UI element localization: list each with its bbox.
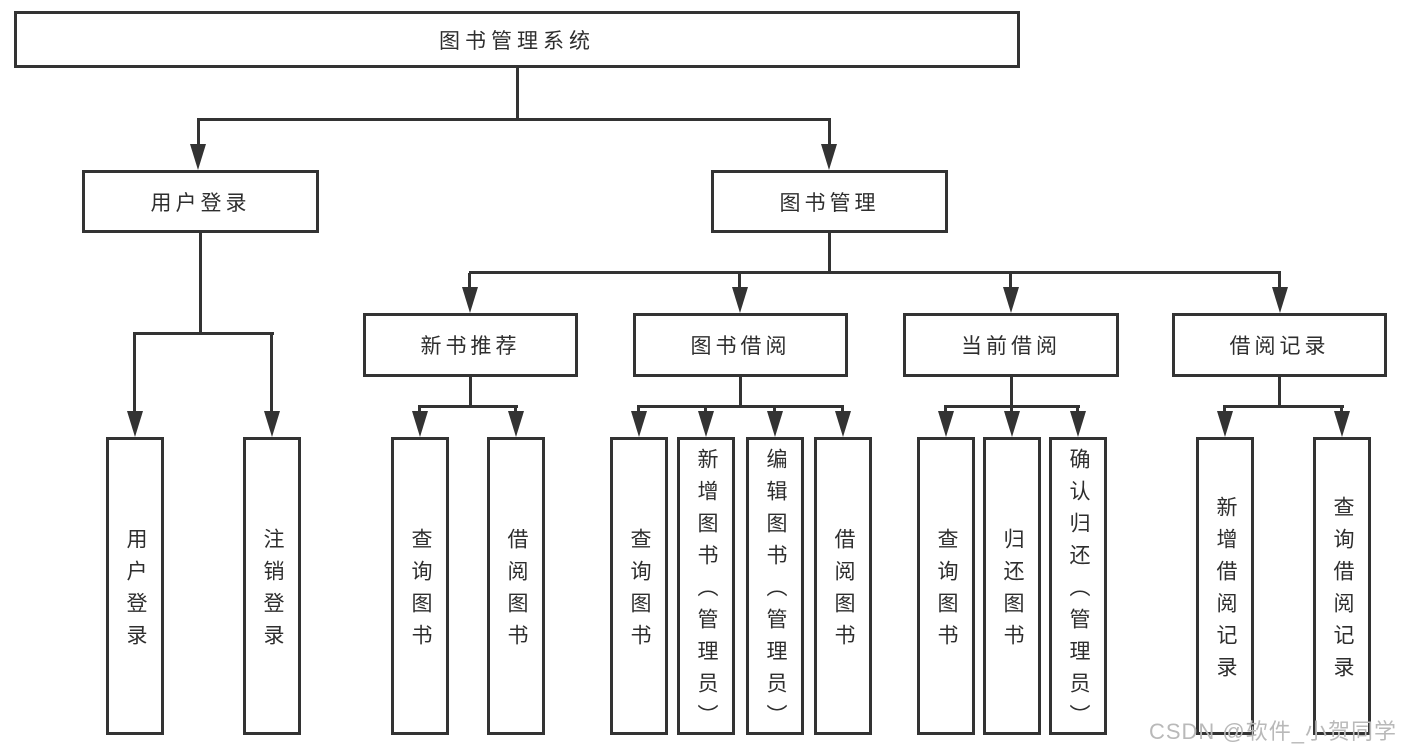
connector-line xyxy=(944,405,1080,408)
leaf-bb-query-book: 查询图书 xyxy=(610,437,668,735)
leaf-cb-return-book: 归还图书 xyxy=(983,437,1041,735)
connector-line xyxy=(828,120,831,150)
connector-line xyxy=(418,405,518,408)
connector-line xyxy=(1009,273,1012,291)
node-new-book-recommend: 新书推荐 xyxy=(363,313,578,377)
leaf-bb-add-book-admin: 新增图书（管理员） xyxy=(677,437,735,736)
node-borrow-records: 借阅记录 xyxy=(1172,313,1387,377)
arrow-head-icon xyxy=(732,287,748,313)
leaf-cb-query-book: 查询图书 xyxy=(917,437,975,735)
leaf-user-login: 用户登录 xyxy=(106,437,164,735)
arrow-head-icon xyxy=(1272,287,1288,313)
node-current-borrow: 当前借阅 xyxy=(903,313,1119,377)
arrow-head-icon xyxy=(1334,411,1350,437)
leaf-nb-query-book: 查询图书 xyxy=(391,437,449,735)
arrow-head-icon xyxy=(264,411,280,437)
arrow-head-icon xyxy=(698,411,714,437)
arrow-head-icon xyxy=(1003,287,1019,313)
connector-line xyxy=(199,233,202,335)
connector-line xyxy=(637,405,844,408)
leaf-rec-add-record: 新增借阅记录 xyxy=(1196,437,1254,735)
arrow-head-icon xyxy=(1217,411,1233,437)
connector-line xyxy=(133,332,274,335)
arrow-head-icon xyxy=(462,287,478,313)
connector-line xyxy=(468,273,471,291)
arrow-head-icon xyxy=(190,144,206,170)
arrow-head-icon xyxy=(767,411,783,437)
node-book-borrow: 图书借阅 xyxy=(633,313,848,377)
connector-line xyxy=(197,118,831,121)
arrow-head-icon xyxy=(821,144,837,170)
csdn-watermark: CSDN @软件_小贺同学 xyxy=(1148,719,1397,744)
connector-line xyxy=(1278,377,1281,408)
arrow-head-icon xyxy=(412,411,428,437)
arrow-head-icon xyxy=(508,411,524,437)
node-user-login: 用户登录 xyxy=(82,170,319,233)
arrow-head-icon xyxy=(127,411,143,437)
connector-line xyxy=(133,334,136,414)
arrow-head-icon xyxy=(938,411,954,437)
arrow-head-icon xyxy=(835,411,851,437)
leaf-rec-query-record: 查询借阅记录 xyxy=(1313,437,1371,735)
leaf-bb-borrow-book: 借阅图书 xyxy=(814,437,872,735)
arrow-head-icon xyxy=(1004,411,1020,437)
connector-line xyxy=(270,334,273,414)
connector-line xyxy=(828,233,831,273)
connector-line xyxy=(1010,377,1013,408)
connector-line xyxy=(739,377,742,408)
connector-line xyxy=(516,66,519,120)
arrow-head-icon xyxy=(631,411,647,437)
connector-line xyxy=(738,273,741,291)
node-root-library-system: 图书管理系统 xyxy=(14,11,1020,68)
leaf-logout: 注销登录 xyxy=(243,437,301,735)
connector-line xyxy=(197,120,200,150)
arrow-head-icon xyxy=(1070,411,1086,437)
leaf-nb-borrow-book: 借阅图书 xyxy=(487,437,545,735)
connector-line xyxy=(469,271,1281,274)
connector-line xyxy=(1223,405,1344,408)
leaf-cb-confirm-return: 确认归还（管理员） xyxy=(1049,437,1107,736)
node-book-management: 图书管理 xyxy=(711,170,948,233)
leaf-bb-edit-book-admin: 编辑图书（管理员） xyxy=(746,437,804,736)
connector-line xyxy=(469,377,472,408)
connector-line xyxy=(1278,273,1281,291)
